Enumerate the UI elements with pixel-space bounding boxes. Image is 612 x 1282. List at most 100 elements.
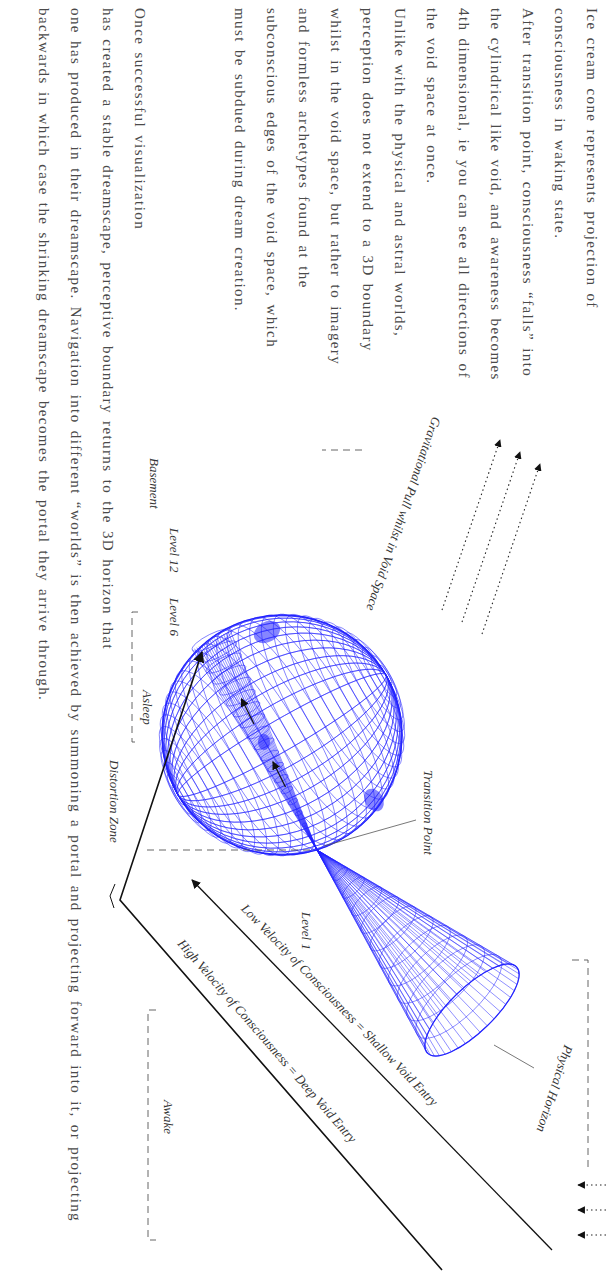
dense-spot — [360, 785, 388, 815]
sphere-parallel — [345, 634, 411, 725]
paragraph-text: After transition point, consciousness “f… — [424, 8, 536, 381]
gravity-label: Gravitational Pull whilst in Void Space — [362, 415, 444, 613]
cone-line — [317, 850, 425, 1041]
sphere-parallel — [147, 706, 256, 857]
tube-ring — [280, 785, 293, 795]
tube-line — [228, 632, 317, 850]
sphere-meridian — [123, 579, 442, 891]
gravity-arrow — [578, 1209, 606, 1210]
level-label: Level 12 — [166, 528, 182, 572]
sphere-meridian — [119, 572, 446, 898]
tube-ring — [287, 798, 298, 806]
velocity-line — [120, 652, 442, 1270]
dashed-bracket — [132, 612, 138, 742]
sphere-meridian — [119, 572, 446, 898]
cone-ring — [347, 882, 385, 920]
tube-ring — [218, 674, 253, 698]
dashed-frame — [572, 960, 588, 1170]
cone-ring — [331, 865, 349, 883]
tube-ring — [190, 625, 235, 655]
cone-ring — [356, 891, 404, 939]
state-label: Asleep — [139, 690, 155, 725]
transition-label: Transition Point — [420, 770, 436, 855]
level-label: Level 6 — [166, 598, 182, 636]
physical-horizon-ring — [412, 951, 532, 1069]
tube-line — [208, 642, 317, 850]
tube-line — [201, 645, 317, 850]
cone-ring — [412, 951, 532, 1069]
cone-line — [317, 850, 494, 1019]
sphere-parallel — [150, 681, 283, 865]
velocity-label: High Velocity of Consciousness = Deep Vo… — [174, 936, 360, 1146]
cone-line — [317, 850, 444, 1008]
sphere-meridian — [148, 623, 416, 847]
wrap-spacer — [124, 258, 156, 1274]
sphere-parallel — [150, 732, 231, 844]
tube-ring — [245, 723, 270, 741]
paragraph-text: Unlike with the physical and astral worl… — [232, 8, 408, 365]
tube-line — [204, 644, 318, 850]
tube-line — [206, 643, 317, 850]
text-column: Ice cream cone represents projection of … — [224, 8, 608, 388]
sphere-parallel — [153, 745, 219, 836]
sphere-meridian — [136, 602, 429, 869]
tube-ring — [294, 810, 303, 817]
sphere-meridian — [126, 585, 438, 885]
paragraph: Unlike with the physical and astral worl… — [224, 8, 416, 388]
sphere-meridian — [148, 623, 416, 847]
level-label: Level 1 — [298, 912, 314, 950]
state-label: Awake — [160, 1100, 176, 1134]
dashed-bracket — [148, 1010, 156, 1240]
sphere-meridian — [120, 575, 444, 896]
sphere-parallel — [268, 603, 411, 801]
sphere-meridian — [178, 675, 386, 795]
void-tube — [190, 625, 317, 850]
sphere-meridian — [123, 579, 442, 891]
tube-ring — [252, 736, 275, 752]
sphere-meridian — [142, 612, 423, 859]
cone-line — [317, 850, 500, 1012]
dashed-frame — [322, 450, 362, 451]
cone-line — [317, 850, 506, 1004]
zone-label: Distortion Zone — [106, 760, 122, 843]
cone-line — [317, 850, 471, 982]
sphere-parallel — [218, 607, 387, 840]
sphere-parallel — [158, 758, 208, 827]
sphere-meridian — [163, 648, 402, 822]
tube-line — [219, 636, 317, 850]
dense-spot — [250, 616, 284, 647]
tube-ring — [259, 748, 280, 763]
sphere-meridian — [120, 575, 444, 896]
cone-line — [317, 850, 511, 997]
tube-ring — [204, 649, 244, 676]
level-label: Basement — [146, 458, 162, 509]
tube-line — [210, 641, 317, 850]
wrap-spacer — [92, 668, 124, 1274]
cone-line — [317, 850, 425, 1046]
cone-line — [317, 850, 519, 979]
gravity-arrow — [578, 1234, 606, 1235]
sphere-meridian — [136, 602, 429, 869]
cone-line — [317, 850, 505, 964]
sphere-parallel — [163, 648, 322, 868]
paragraph-text: Ice cream cone represents projection of … — [552, 8, 600, 309]
distortion-mark — [110, 884, 115, 908]
tube-line — [224, 634, 317, 850]
cone-line — [317, 850, 464, 988]
tube-ring — [197, 637, 239, 666]
gravity-arrow — [442, 440, 500, 610]
tube-line — [221, 635, 317, 850]
sphere-outline — [162, 615, 402, 855]
tube-line — [230, 631, 317, 850]
cone-ring — [404, 942, 514, 1050]
cone-ring — [339, 874, 367, 902]
sphere-parallel — [207, 611, 378, 848]
leader-line — [494, 1045, 534, 1068]
sphere-meridian — [118, 571, 446, 899]
velocity-line — [192, 880, 552, 1250]
tube-ring — [301, 822, 307, 827]
tube-ring — [211, 662, 248, 688]
cone-line — [317, 850, 458, 1048]
gravity-arrow — [462, 452, 520, 622]
